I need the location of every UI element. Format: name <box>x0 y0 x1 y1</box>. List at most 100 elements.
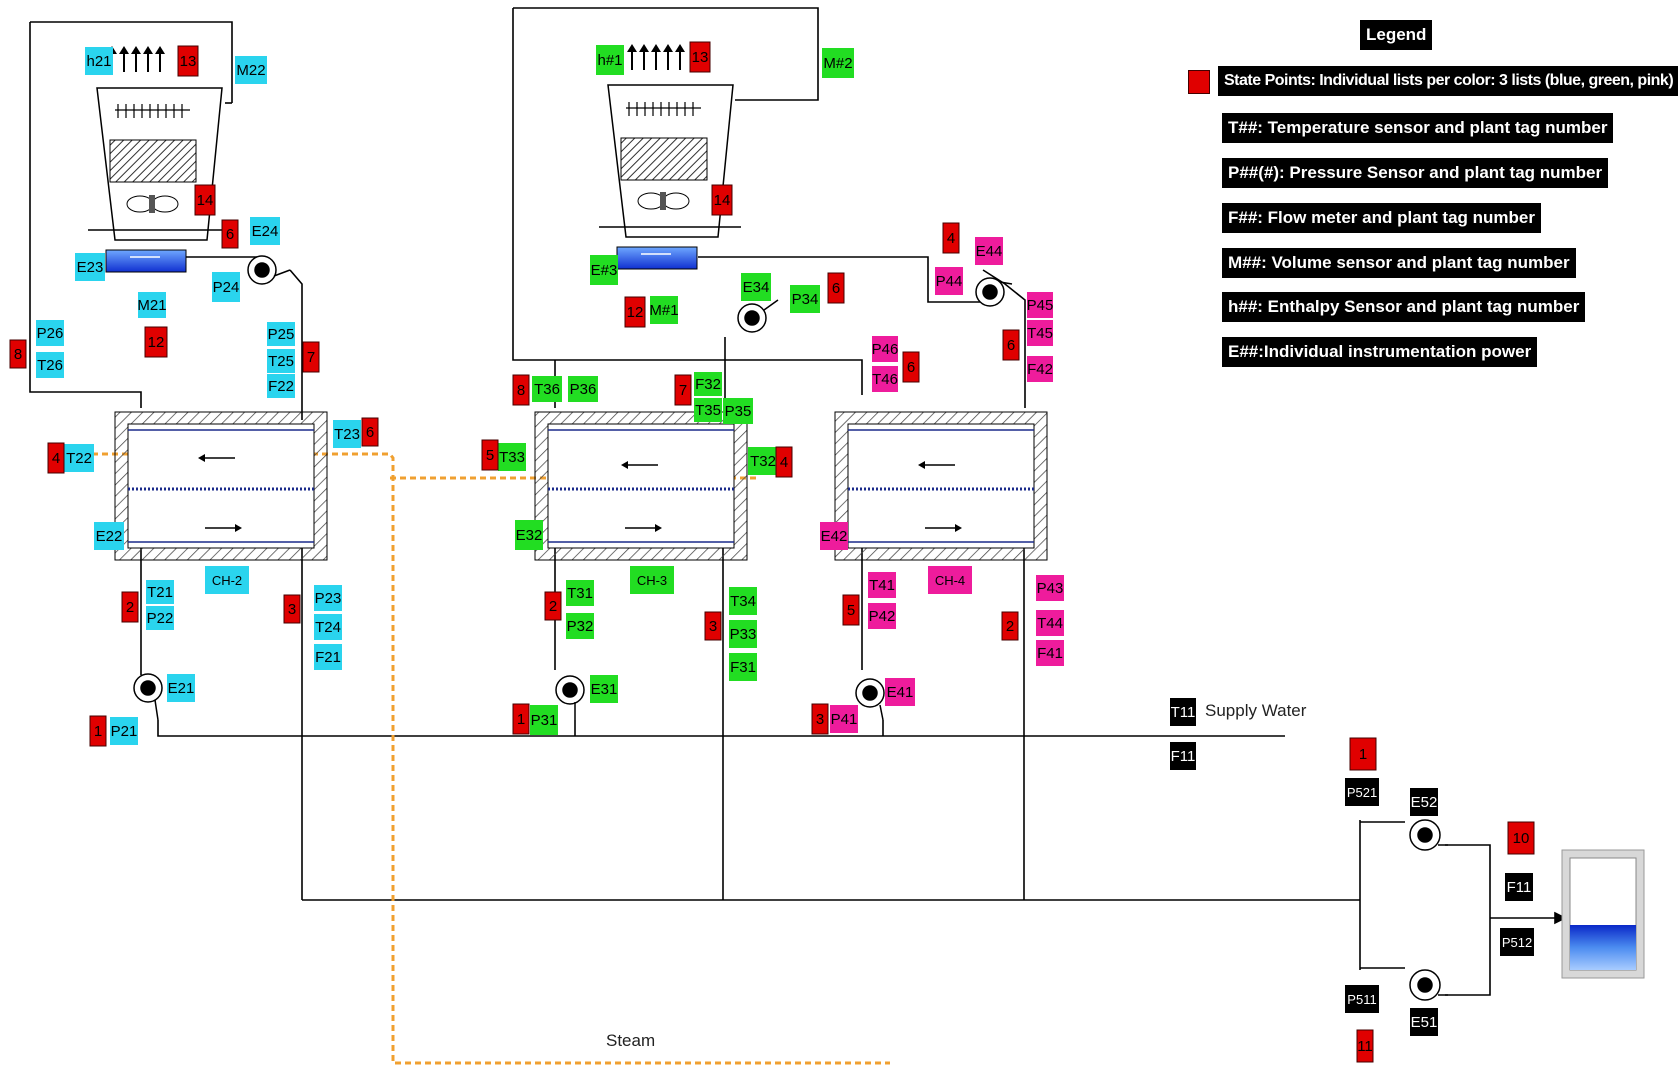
svg-text:E51: E51 <box>1411 1014 1438 1031</box>
pump-e44 <box>975 277 1013 307</box>
cooling-tower-2 <box>88 46 230 273</box>
tag-pink-e44: E44 <box>975 237 1003 265</box>
cooling-tower-3 <box>599 44 741 270</box>
svg-text:14: 14 <box>197 192 214 209</box>
legend-item-enthalpy: h##: Enthalpy Sensor and plant tag numbe… <box>1222 292 1586 322</box>
tag-black-f11: F11 <box>1170 742 1196 770</box>
tag-blue-e24: E24 <box>250 217 280 245</box>
svg-text:T26: T26 <box>37 357 63 374</box>
svg-text:E52: E52 <box>1411 794 1438 811</box>
tag-blue-f21: F21 <box>314 644 342 670</box>
svg-text:2: 2 <box>549 598 557 615</box>
legend-item-pressure: P##(#): Pressure Sensor and plant tag nu… <box>1222 158 1609 188</box>
tag-green-t31: T31 <box>566 580 594 606</box>
tag-red-10: 10 <box>1507 821 1535 855</box>
tag-red-1: 1 <box>89 715 107 747</box>
svg-text:P41: P41 <box>831 711 858 728</box>
legend-red-swatch <box>1188 70 1210 94</box>
svg-text:2: 2 <box>126 599 134 616</box>
tag-green-t35: T35 <box>694 398 722 422</box>
tag-red-2: 2 <box>544 591 562 621</box>
svg-text:7: 7 <box>307 349 315 366</box>
sensor-tags: h21M22E24E23P24M21P26T26P25T25F22T23T22E… <box>9 41 1535 1063</box>
pump-e31 <box>555 675 585 720</box>
legend-item-volume: M##: Volume sensor and plant tag number <box>1222 248 1576 278</box>
legend-item-power: E##:Individual instrumentation power <box>1222 337 1538 367</box>
tag-green-p35: P35 <box>723 398 753 424</box>
svg-text:T46: T46 <box>872 371 898 388</box>
svg-text:CH-3: CH-3 <box>637 573 667 588</box>
tag-green-p32: P32 <box>566 613 594 639</box>
svg-text:E34: E34 <box>743 279 770 296</box>
svg-text:6: 6 <box>1007 337 1015 354</box>
svg-text:T22: T22 <box>66 450 92 467</box>
tag-red-13: 13 <box>177 45 199 77</box>
legend-title: Legend <box>1360 20 1433 50</box>
tag-pink-t46: T46 <box>872 366 898 392</box>
tag-black-e52: E52 <box>1410 788 1438 816</box>
svg-text:T44: T44 <box>1037 615 1063 632</box>
svg-text:P22: P22 <box>147 610 174 627</box>
piping <box>29 7 1567 996</box>
svg-text:P21: P21 <box>111 723 138 740</box>
tag-red-5: 5 <box>481 439 499 471</box>
chiller-ch-2 <box>114 411 328 561</box>
svg-text:F11: F11 <box>1171 748 1196 765</box>
svg-text:E21: E21 <box>168 680 195 697</box>
chiller-ch-4 <box>834 411 1048 561</box>
tag-green-m2: M#2 <box>822 48 854 78</box>
svg-text:7: 7 <box>679 382 687 399</box>
tag-green-e3: E#3 <box>590 255 618 285</box>
tag-pink-f41: F41 <box>1036 640 1064 666</box>
svg-text:CH-2: CH-2 <box>212 573 242 588</box>
svg-text:P511: P511 <box>1347 992 1376 1007</box>
tag-blue-ch2: CH-2 <box>205 566 249 594</box>
svg-text:P512: P512 <box>1502 935 1532 950</box>
svg-text:P42: P42 <box>869 608 896 625</box>
tag-red-4: 4 <box>775 446 793 478</box>
pump-e52 <box>1409 819 1448 851</box>
legend-item-flow: F##: Flow meter and plant tag number <box>1222 203 1541 233</box>
chiller-ch-3 <box>534 411 748 561</box>
svg-text:1: 1 <box>1359 746 1367 763</box>
svg-text:T35: T35 <box>695 402 721 419</box>
pump-e51 <box>1409 969 1448 1001</box>
tag-red-7: 7 <box>302 341 320 373</box>
tag-red-11: 11 <box>1356 1029 1374 1063</box>
svg-text:T25: T25 <box>268 353 294 370</box>
tag-blue-p21: P21 <box>110 717 138 745</box>
svg-text:P35: P35 <box>725 403 752 420</box>
svg-text:F11: F11 <box>1507 879 1532 896</box>
svg-text:E42: E42 <box>821 528 848 545</box>
svg-text:T24: T24 <box>315 619 341 636</box>
tag-black-f11: F11 <box>1505 873 1533 901</box>
svg-text:6: 6 <box>226 226 234 243</box>
tag-blue-t26: T26 <box>36 352 64 378</box>
tag-blue-e23: E23 <box>75 253 105 281</box>
tag-green-t36: T36 <box>532 376 562 402</box>
svg-text:3: 3 <box>816 711 824 728</box>
svg-text:11: 11 <box>1357 1038 1373 1055</box>
tag-green-f31: F31 <box>729 653 757 681</box>
tag-red-6: 6 <box>1002 329 1020 361</box>
svg-text:P25: P25 <box>268 326 295 343</box>
storage-tank <box>1561 849 1645 979</box>
svg-text:T32: T32 <box>750 453 776 470</box>
tag-green-e32: E32 <box>515 520 543 550</box>
tag-pink-ch4: CH-4 <box>928 566 972 594</box>
svg-text:13: 13 <box>692 49 709 66</box>
svg-text:3: 3 <box>288 601 296 618</box>
tag-blue-h21: h21 <box>85 47 113 75</box>
tag-red-12: 12 <box>144 326 168 358</box>
svg-text:P43: P43 <box>1037 580 1064 597</box>
tag-red-13: 13 <box>689 41 711 73</box>
svg-text:T36: T36 <box>534 381 560 398</box>
tag-red-6: 6 <box>902 351 920 383</box>
tag-pink-p41: P41 <box>830 705 858 733</box>
supply-water-label: Supply Water <box>1205 701 1307 720</box>
svg-text:6: 6 <box>907 359 915 376</box>
svg-text:P46: P46 <box>872 341 899 358</box>
tag-blue-t21: T21 <box>146 580 174 604</box>
tag-green-m1: M#1 <box>649 296 679 324</box>
tag-red-12: 12 <box>624 296 646 328</box>
